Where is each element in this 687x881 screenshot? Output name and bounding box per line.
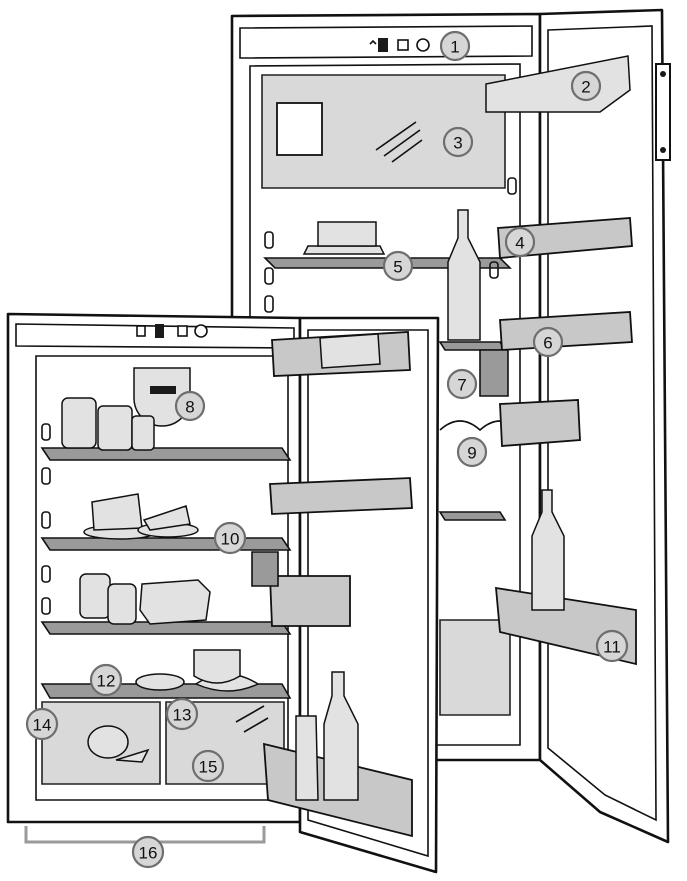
callout-3: 3	[442, 126, 474, 158]
egg-rack	[499, 399, 581, 447]
callout-number: 14	[33, 716, 52, 735]
door-rack-mid	[269, 477, 413, 515]
butter-dish	[302, 221, 386, 255]
callout-16: 16	[131, 835, 165, 869]
callout-number: 8	[185, 398, 194, 417]
small-control-panel	[136, 324, 208, 338]
callout-circle	[570, 70, 602, 102]
vegetable-icon	[87, 725, 150, 763]
callout-number: 3	[453, 134, 462, 153]
small-shelf-3	[40, 621, 292, 635]
callout-number: 15	[199, 758, 218, 777]
callout-number: 7	[457, 376, 466, 395]
callout-number: 16	[139, 844, 158, 863]
callout-circle	[165, 697, 199, 731]
callout-circle	[213, 521, 247, 555]
callout-circle	[131, 835, 165, 869]
callout-number: 9	[467, 444, 476, 463]
callout-6: 6	[532, 326, 564, 358]
callout-12: 12	[89, 663, 123, 697]
callout-number: 4	[515, 234, 524, 253]
door-rack-small	[269, 575, 351, 627]
callout-13: 13	[165, 697, 199, 731]
callout-number: 12	[97, 672, 116, 691]
callout-number: 11	[603, 638, 621, 657]
small-shelf-2	[40, 537, 292, 551]
cheese-icon	[319, 333, 381, 369]
small-fridge	[6, 312, 302, 844]
bottle-icon	[323, 671, 359, 801]
callout-9: 9	[456, 436, 488, 468]
storage-box	[139, 579, 211, 625]
callout-number: 13	[173, 706, 192, 725]
jars	[61, 397, 155, 451]
callout-number: 6	[543, 334, 552, 353]
thermostat-control-icon	[416, 38, 430, 52]
bottle-icon	[447, 209, 481, 341]
callout-circle	[456, 436, 488, 468]
callout-5: 5	[382, 250, 414, 282]
callout-11: 11	[595, 629, 629, 663]
callout-circle	[439, 30, 471, 62]
tall-control-panel	[369, 38, 430, 52]
callout-circle	[595, 629, 629, 663]
callout-circle	[382, 250, 414, 282]
callout-8: 8	[174, 390, 206, 422]
callout-number: 1	[450, 38, 459, 57]
callout-14: 14	[25, 707, 59, 741]
callout-10: 10	[213, 521, 247, 555]
callout-circle	[89, 663, 123, 697]
callout-number: 10	[221, 530, 240, 549]
callout-circle	[191, 749, 225, 783]
cake-icon	[83, 493, 199, 540]
callout-15: 15	[191, 749, 225, 783]
door-bottle	[531, 489, 565, 611]
callout-2: 2	[570, 70, 602, 102]
callout-circle	[504, 226, 536, 258]
callout-circle	[446, 368, 478, 400]
callout-7: 7	[446, 368, 478, 400]
callout-1: 1	[439, 30, 471, 62]
cooking-pot	[193, 649, 241, 684]
thermostat-control-icon	[194, 324, 208, 338]
small-shelf-1	[40, 447, 292, 461]
callout-circle	[442, 126, 474, 158]
callout-number: 2	[581, 78, 590, 97]
small-door	[251, 316, 440, 874]
callout-4: 4	[504, 226, 536, 258]
callout-circle	[532, 326, 564, 358]
callout-circle	[25, 707, 59, 741]
callout-number: 5	[393, 258, 402, 277]
yoghurt-icon	[79, 573, 137, 625]
callout-circle	[174, 390, 206, 422]
